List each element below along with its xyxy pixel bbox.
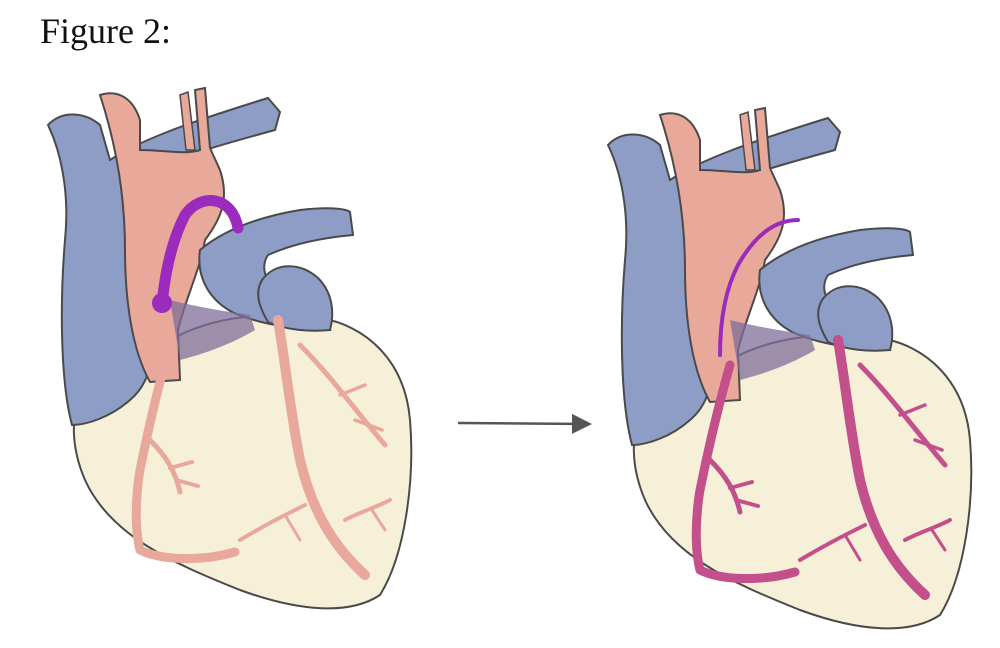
right-arrow-icon xyxy=(457,413,592,434)
heart-after xyxy=(608,108,971,628)
heart-before xyxy=(48,88,411,608)
curved-arrow-icon xyxy=(157,195,244,301)
coronary-flow-path xyxy=(718,218,800,357)
curved-arrow-head xyxy=(152,293,172,313)
figure-title: Figure 2: xyxy=(40,11,171,51)
